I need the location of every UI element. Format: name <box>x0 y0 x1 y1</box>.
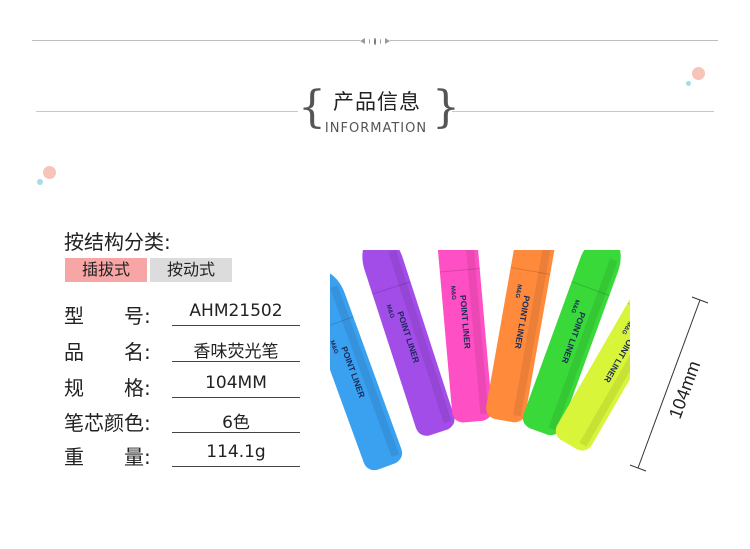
left-arrow-icon <box>360 38 365 44</box>
pen-brand-label: M&G <box>449 286 456 301</box>
dimension-cap <box>629 464 647 472</box>
tag-click-type: 按动式 <box>150 258 232 282</box>
dimension-line <box>637 299 701 469</box>
cap-seam <box>510 266 551 275</box>
dimension-label: 104mm <box>665 358 704 421</box>
pen-body <box>437 250 492 423</box>
spec-value-weight: 114.1g <box>206 442 266 462</box>
spec-underline <box>172 361 300 362</box>
decor-dot <box>686 81 691 86</box>
spec-value-colors: 6色 <box>222 413 250 433</box>
cap-seam <box>330 316 354 331</box>
dot-icon <box>369 38 371 44</box>
dot-icon <box>379 38 381 44</box>
spec-value-model: AHM21502 <box>189 301 283 321</box>
spec-label-weight: 重 量: <box>64 445 151 469</box>
left-brace-icon: { <box>298 82 326 133</box>
spec-underline <box>172 432 300 433</box>
dimension-cap <box>691 296 709 304</box>
section-subtitle: INFORMATION <box>324 121 428 136</box>
structure-label: 按结构分类: <box>64 230 171 254</box>
pen-body <box>486 250 556 423</box>
pen-body <box>522 250 621 436</box>
dot-icon <box>374 37 376 45</box>
pen-brand-label: M&G <box>620 320 630 335</box>
section-title: 产品信息 <box>333 90 421 114</box>
divider-ornament <box>360 35 390 47</box>
spec-label-name: 品 名: <box>64 340 151 364</box>
spec-label-size: 规 格: <box>64 376 151 400</box>
pen-body <box>330 266 403 471</box>
dimension-indicator: 104mm <box>629 296 709 472</box>
pen-shade <box>330 285 400 458</box>
pen-shade <box>513 250 553 417</box>
pen-shade <box>464 250 489 414</box>
tag-cap-type: 插拔式 <box>65 258 147 282</box>
title-rule-left <box>36 111 298 112</box>
pen-body <box>555 258 630 451</box>
pen-name-label: POINT LINER <box>458 295 473 350</box>
spec-label-model: 型 号: <box>64 304 151 328</box>
pen-shade <box>579 286 630 447</box>
right-brace-icon: } <box>432 82 460 133</box>
spec-underline <box>172 466 300 467</box>
title-rule-right <box>452 111 714 112</box>
spec-underline <box>172 325 300 326</box>
decor-dot <box>43 166 56 179</box>
pen-shade <box>548 258 618 431</box>
pen-brand-label: M&G <box>569 299 580 315</box>
cap-seam <box>571 281 610 296</box>
spec-value-size: 104MM <box>205 373 267 393</box>
pen-body <box>362 250 455 436</box>
spec-underline <box>172 397 300 398</box>
decor-dot <box>37 179 43 185</box>
pen-brand-label: M&G <box>330 340 339 356</box>
pen-brand-label: M&G <box>385 304 395 319</box>
right-arrow-icon <box>384 38 390 44</box>
cap-seam <box>439 267 480 273</box>
spec-value-name: 香味荧光笔 <box>193 342 279 362</box>
cap-seam <box>372 281 411 295</box>
spec-label-colors: 笔芯颜色: <box>64 411 151 435</box>
decor-dot <box>692 67 705 80</box>
pen-shade <box>388 250 452 424</box>
pen-brand-label: M&G <box>514 284 522 299</box>
